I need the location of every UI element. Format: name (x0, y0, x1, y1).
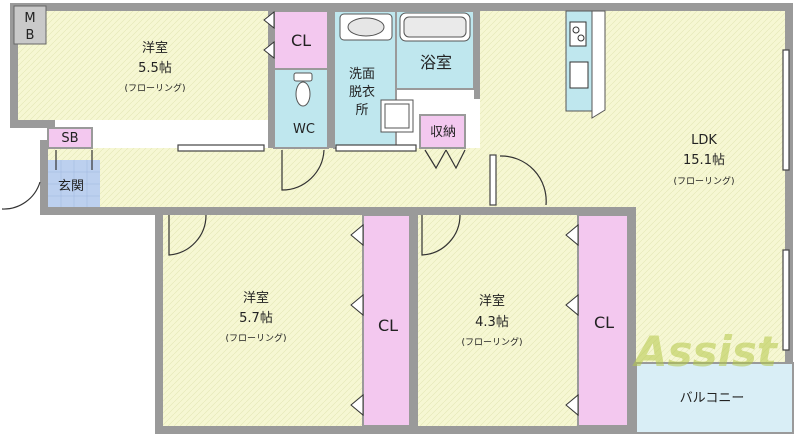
watermark-logo: Assist (632, 327, 779, 376)
closet-nw (273, 10, 329, 70)
western-s-size: 4.3帖 (475, 315, 509, 330)
room-ldk-lower-hatch (636, 207, 785, 363)
closet-nw-label: CL (291, 31, 311, 50)
toilet (293, 72, 313, 107)
washroom-line-1: 洗面 (349, 67, 375, 82)
western-s-name: 洋室 (479, 293, 505, 309)
storage (419, 114, 466, 149)
ldk-name: LDK (691, 133, 717, 148)
room-ldk-hatch (480, 11, 785, 207)
mb-line-1: M (24, 11, 35, 26)
label-western-sw: 洋室 5.7帖 (フローリング) (225, 290, 286, 344)
room-western-s-hatch (418, 215, 578, 426)
closet-sw-label: CL (378, 316, 398, 335)
label-western-nw: 洋室 5.5帖 (フローリング) (124, 40, 185, 94)
label-western-s: 洋室 4.3帖 (フローリング) (461, 293, 522, 348)
western-nw-size: 5.5帖 (138, 61, 172, 76)
wc-label: WC (293, 122, 315, 137)
door-swings (1, 149, 547, 256)
closet-sw (362, 214, 411, 427)
storage-label: 収納 (430, 125, 456, 140)
western-nw-name: 洋室 (142, 40, 168, 56)
mb-label: M B (24, 11, 35, 43)
label-ldk: LDK 15.1帖 (フローリング) (673, 133, 734, 187)
closet-door-marks (263, 10, 579, 417)
room-western-sw-hatch (163, 215, 363, 426)
stove-icon (569, 21, 587, 47)
entrance-label: 玄関 (58, 179, 84, 194)
shoe-box (47, 127, 93, 149)
room-western-nw-hatch (18, 11, 268, 120)
closet-s (577, 214, 629, 427)
washroom-line-3: 所 (355, 103, 368, 118)
balcony-label: バルコニー (680, 391, 745, 406)
washbasin (339, 13, 393, 41)
sink-icon (569, 61, 589, 89)
ldk-size: 15.1帖 (683, 153, 725, 168)
western-sw-floor: (フローリング) (225, 332, 286, 344)
washroom-label: 洗面 脱衣 所 (349, 67, 375, 118)
washroom-line-2: 脱衣 (349, 84, 375, 100)
western-sw-name: 洋室 (243, 290, 269, 306)
western-s-floor: (フローリング) (461, 336, 522, 348)
meter-box (13, 5, 47, 45)
bath-label: 浴室 (420, 53, 452, 72)
ldk-floor: (フローリング) (673, 175, 734, 187)
closet-s-label: CL (594, 313, 614, 332)
western-nw-floor: (フローリング) (124, 82, 185, 94)
entrance-tile (48, 160, 100, 207)
bathtub (399, 12, 471, 42)
washing-machine (380, 99, 414, 133)
windows (177, 49, 790, 351)
walls (10, 3, 793, 434)
western-sw-size: 5.7帖 (239, 311, 273, 326)
sb-label: SB (61, 131, 78, 146)
balcony (635, 362, 794, 434)
mb-line-2: B (26, 28, 35, 43)
